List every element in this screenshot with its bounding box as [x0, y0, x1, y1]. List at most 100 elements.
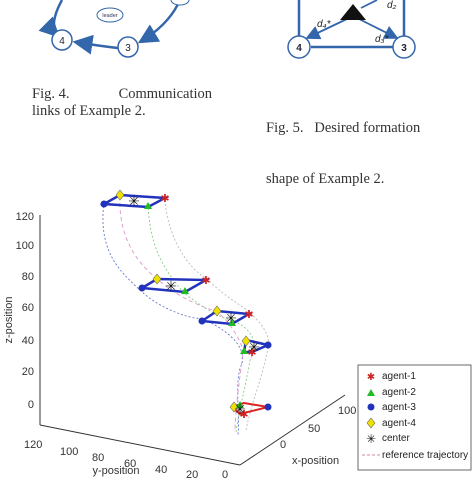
agent-3-marker — [264, 341, 272, 349]
center-marker: ✳ — [128, 193, 140, 209]
y-tick-40: 40 — [155, 464, 167, 476]
formation-3 — [198, 309, 253, 326]
fig4-node-3 — [117, 36, 139, 58]
y-tick-100: 100 — [60, 446, 78, 458]
fig5-vector-d4 — [305, 17, 350, 40]
fig5-leader-triangle — [340, 4, 366, 20]
agent-1-marker: ✱ — [247, 347, 256, 359]
agent-2-marker — [181, 287, 189, 294]
markers: ✱ ✱ ✱ ✱ ✱ ✳ ✳ ✳ ✳ ✳ — [100, 189, 272, 421]
agent-4-marker — [229, 401, 239, 413]
fig4-leader-node — [96, 7, 124, 23]
fig5-node-3-label: 3 — [401, 43, 407, 54]
z-axis-label: z-position — [3, 296, 15, 343]
fig5-d3-label: d₃* — [375, 34, 390, 45]
legend-agent-2: agent-2 — [382, 387, 416, 398]
agent-1-marker: ✱ — [239, 409, 248, 421]
fig5-caption-line1: Fig. 5. Desired formation — [266, 120, 421, 136]
agent-2-marker — [240, 347, 248, 354]
y-axis-line — [39, 424, 241, 466]
x-ticks: 100 50 0 — [280, 405, 356, 451]
center-marker: ✳ — [165, 278, 177, 294]
formations — [99, 193, 272, 416]
agent-3-marker — [100, 200, 108, 208]
agent-3-marker — [198, 317, 206, 325]
agent-1-marker: ✱ — [160, 193, 169, 205]
fig5-vector-d3 — [356, 17, 399, 39]
formation-top — [99, 193, 170, 209]
fig5-vector-d2 — [360, 0, 378, 9]
center-marker: ✳ — [225, 310, 237, 326]
y-tick-80: 80 — [92, 452, 104, 464]
legend-agent-4: agent-4 — [382, 418, 416, 429]
fig5-d2-label: d₂ — [387, 0, 397, 11]
z-tick-80: 80 — [22, 271, 34, 283]
agent-4-marker — [152, 273, 162, 285]
fig4-link-right-to-3 — [137, 3, 180, 44]
x-tick-50: 50 — [308, 423, 320, 435]
fig4-leader-label: leader — [102, 13, 117, 19]
y-tick-60: 60 — [124, 458, 136, 470]
agent-3-marker — [138, 284, 146, 292]
legend-agent-3: agent-3 — [382, 402, 416, 413]
trajectory-agent-1 — [164, 199, 270, 431]
agent-1-marker: ✱ — [244, 309, 253, 321]
y-tick-20: 20 — [186, 469, 198, 479]
trajectory-3d-plot: 120 100 80 60 40 20 0 z-position 120 100… — [3, 189, 472, 479]
trajectory-agent-3 — [102, 201, 244, 436]
y-axis-label: y-position — [92, 465, 139, 477]
legend-agent-3-icon — [367, 403, 375, 411]
legend-agent-2-icon — [367, 389, 375, 396]
fig5-formation-shape: d₄* d₃* d₂ 4 3 — [287, 0, 416, 59]
legend-agent-1: agent-1 — [382, 371, 416, 382]
z-tick-120: 120 — [16, 211, 34, 223]
x-tick-100: 100 — [338, 405, 356, 417]
y-ticks: 120 100 80 60 40 20 0 — [24, 439, 228, 479]
fig5-node-4 — [287, 35, 311, 59]
fig4-caption-word: Communication — [118, 86, 212, 102]
x-tick-0: 0 — [280, 439, 286, 451]
agent-3-marker — [264, 403, 272, 411]
z-tick-100: 100 — [16, 240, 34, 252]
fig4-communication-graph: leader 4 3 — [38, 0, 190, 58]
agent-4-marker — [115, 189, 125, 201]
formation-2 — [138, 277, 211, 294]
z-tick-60: 60 — [22, 302, 34, 314]
agent-1-marker: ✱ — [201, 275, 210, 287]
fig4-node-4-label: 4 — [59, 36, 65, 47]
fig4-node-3-label: 3 — [125, 43, 131, 54]
fig5-caption-line2: shape of Example 2. — [266, 171, 385, 187]
fig4-node-top-right — [170, 0, 190, 6]
fig4-caption-line2: links of Example 2. — [32, 103, 146, 119]
legend-center-icon: ✳ — [366, 432, 376, 446]
x-axis-label: x-position — [292, 455, 339, 467]
z-ticks: 120 100 80 60 40 20 0 — [16, 211, 34, 411]
y-tick-120: 120 — [24, 439, 42, 451]
z-tick-20: 20 — [22, 366, 34, 378]
z-tick-0: 0 — [28, 399, 34, 411]
z-tick-40: 40 — [22, 335, 34, 347]
fig5-caption: Fig. 5. Desired formation shape of Examp… — [266, 86, 456, 205]
fig4-caption: Fig. 4. Communication links of Example 2… — [32, 86, 212, 120]
x-axis-line — [239, 394, 346, 466]
legend-center: center — [382, 433, 410, 444]
agent-2-marker — [144, 202, 152, 209]
agent-2-marker — [228, 319, 236, 326]
agent-4-marker — [241, 335, 251, 347]
agent-4-marker — [212, 305, 222, 317]
legend-agent-4-icon — [366, 417, 376, 429]
fig4-caption-number: Fig. 4. — [32, 86, 70, 102]
fig5-d4-label: d₄* — [317, 19, 332, 30]
fig5-node-4-label: 4 — [296, 43, 302, 54]
agent-2-marker — [236, 401, 244, 408]
fig4-link-3-to-4 — [72, 34, 119, 55]
center-marker: ✳ — [248, 339, 260, 355]
legend-agent-1-icon: ✱ — [367, 372, 375, 383]
legend: ✱ agent-1 agent-2 agent-3 agent-4 ✳ cent… — [357, 364, 472, 471]
legend-reference-trajectory: reference trajectory — [382, 450, 468, 461]
fig5-node-3 — [392, 35, 416, 59]
center-marker: ✳ — [234, 401, 246, 417]
y-tick-0: 0 — [222, 469, 228, 479]
fig4-node-4 — [51, 29, 73, 51]
legend-box — [357, 364, 472, 471]
